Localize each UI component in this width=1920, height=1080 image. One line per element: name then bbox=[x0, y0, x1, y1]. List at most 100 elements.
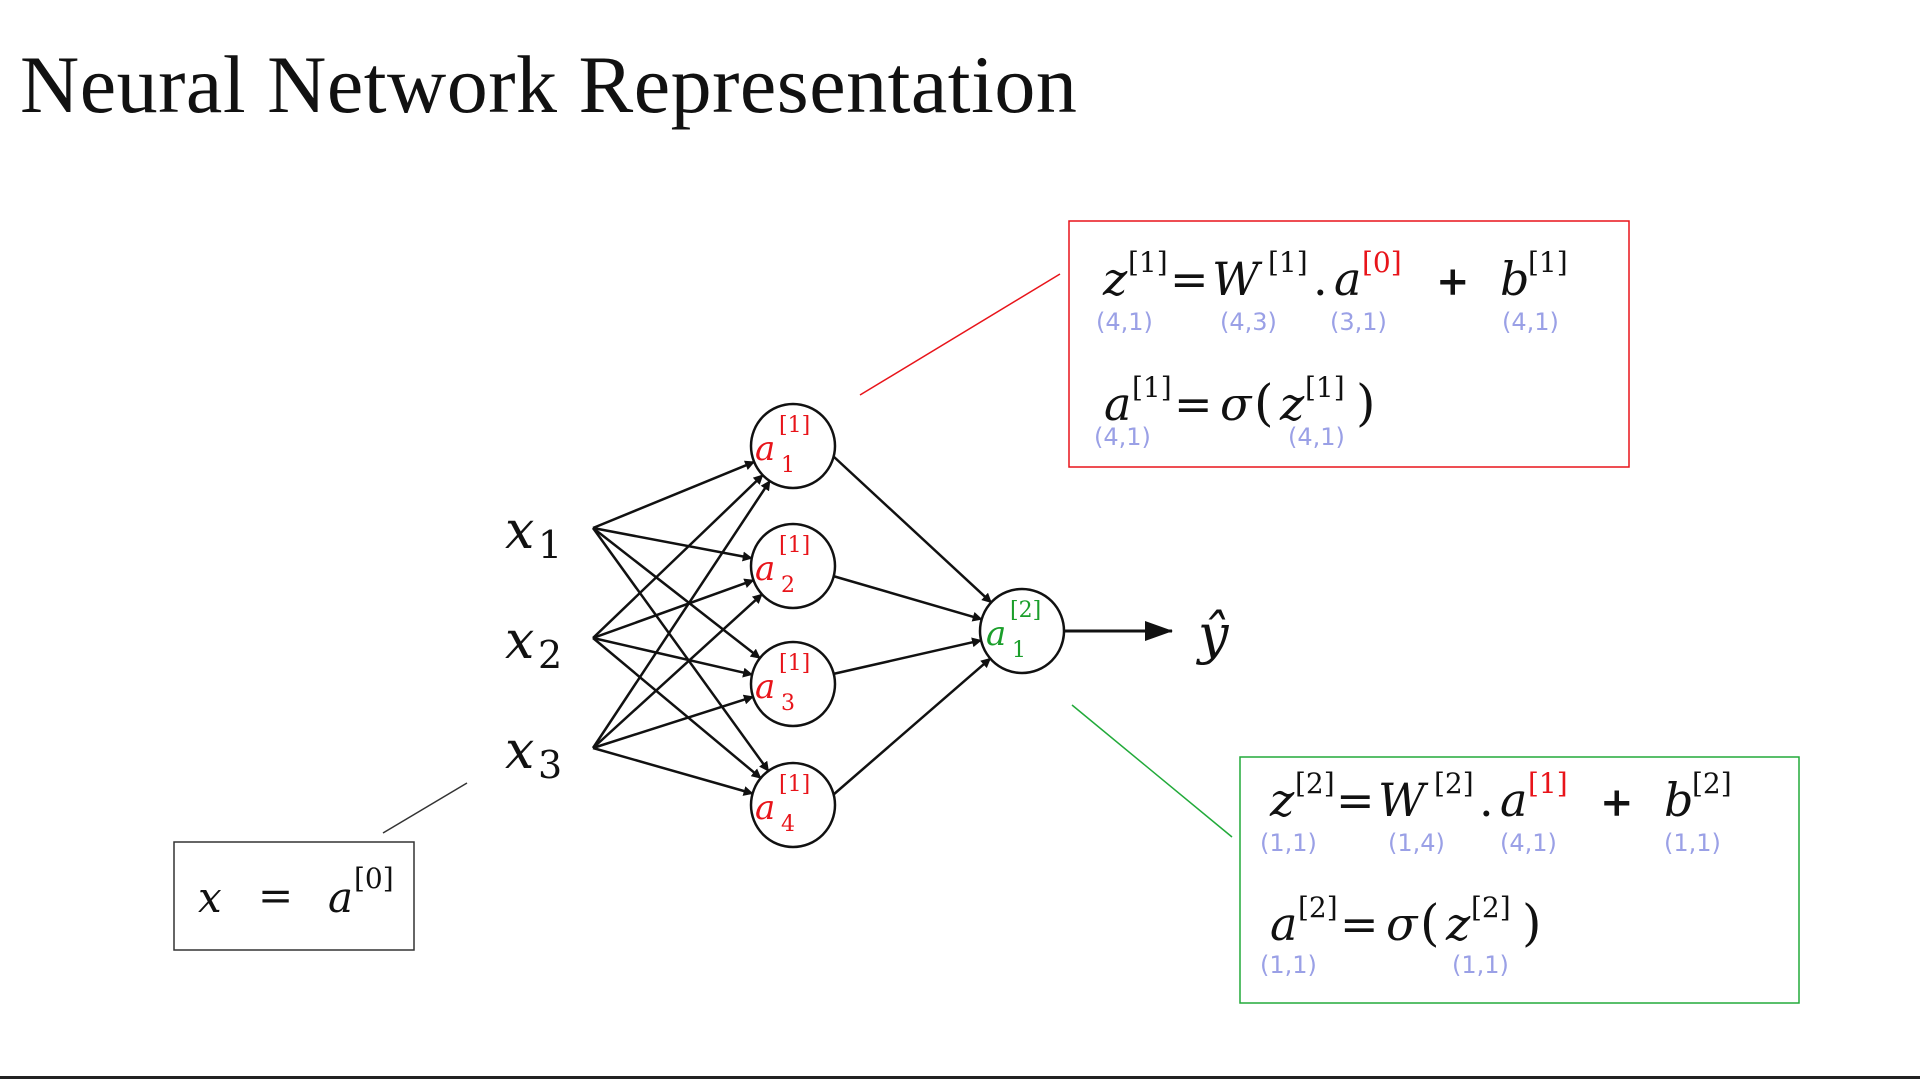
svg-text:x: x bbox=[505, 721, 534, 781]
svg-text:(: ( bbox=[1420, 894, 1440, 952]
edge-x2-to-a4 bbox=[592, 637, 762, 780]
svg-text:[1]: [1] bbox=[1268, 246, 1308, 279]
output-node: a [2] 1 bbox=[978, 587, 1066, 675]
svg-text:[2]: [2] bbox=[1434, 767, 1474, 800]
svg-text:=: = bbox=[1174, 377, 1213, 431]
edge-x3-to-a1 bbox=[591, 480, 771, 749]
svg-text:[2]: [2] bbox=[1298, 891, 1338, 924]
edge-x2-to-a2 bbox=[592, 578, 755, 640]
input-equation-box: x = a [0] bbox=[173, 841, 415, 951]
hidden-node-4: a [1] 4 bbox=[749, 761, 837, 849]
svg-text:(4,1): (4,1) bbox=[1096, 308, 1153, 336]
svg-text:a: a bbox=[1500, 773, 1527, 827]
edge-a3-to-output bbox=[832, 637, 983, 676]
svg-text:a: a bbox=[986, 614, 1006, 654]
layer1-equation-box: z [1] (4,1) = W [1] (4,3) . a [0] (3,1) … bbox=[1068, 220, 1630, 468]
svg-text:(4,1): (4,1) bbox=[1094, 423, 1151, 451]
svg-text:x: x bbox=[505, 611, 534, 671]
edge-x1-to-a1 bbox=[592, 460, 756, 530]
svg-text:[1]: [1] bbox=[1528, 246, 1568, 279]
svg-text:σ: σ bbox=[1386, 897, 1419, 951]
svg-text:[1]: [1] bbox=[779, 413, 810, 438]
layer2-equation-box: z [2] (1,1) = W [2] (1,4) . a [1] (4,1) … bbox=[1239, 756, 1800, 1004]
input-x2: x 2 bbox=[505, 611, 562, 677]
svg-text:(1,1): (1,1) bbox=[1452, 951, 1509, 979]
edge-x2-to-a3 bbox=[592, 636, 754, 678]
svg-text:.: . bbox=[1479, 773, 1494, 827]
svg-text:[1]: [1] bbox=[779, 772, 810, 797]
svg-text:3: 3 bbox=[781, 691, 795, 716]
input-x1: x 1 bbox=[505, 501, 562, 567]
svg-text:=: = bbox=[1340, 897, 1379, 951]
slide-title: Neural Network Representation bbox=[20, 39, 1078, 130]
svg-text:1: 1 bbox=[781, 453, 795, 478]
svg-text:=: = bbox=[1336, 773, 1375, 827]
edge-x1-to-a3 bbox=[592, 527, 761, 660]
edge-x3-to-a2 bbox=[592, 593, 763, 749]
svg-text:σ: σ bbox=[1220, 377, 1253, 431]
svg-text:a: a bbox=[328, 873, 353, 922]
network-edges bbox=[591, 455, 993, 796]
svg-text:a: a bbox=[755, 788, 775, 828]
svg-text:(4,1): (4,1) bbox=[1500, 829, 1557, 857]
svg-text:[0]: [0] bbox=[354, 862, 394, 895]
svg-text:2: 2 bbox=[538, 633, 562, 677]
svg-text:=: = bbox=[258, 871, 293, 920]
svg-text:(: ( bbox=[1254, 374, 1274, 432]
slide-bottom-rule bbox=[0, 1076, 1920, 1079]
svg-text:.: . bbox=[1313, 252, 1328, 306]
edge-x1-to-a4 bbox=[591, 527, 770, 772]
layer1-callout-line bbox=[859, 273, 1061, 396]
svg-text:(1,4): (1,4) bbox=[1388, 829, 1445, 857]
edge-x2-to-a1 bbox=[592, 474, 764, 639]
svg-text:(1,1): (1,1) bbox=[1260, 951, 1317, 979]
svg-text:[1]: [1] bbox=[1128, 246, 1168, 279]
svg-text:[2]: [2] bbox=[1692, 767, 1732, 800]
hidden-node-2: a [1] 2 bbox=[749, 522, 837, 610]
svg-text:a: a bbox=[1334, 252, 1361, 306]
svg-text:a: a bbox=[1104, 377, 1131, 431]
edge-a2-to-output bbox=[832, 574, 983, 622]
svg-text:a: a bbox=[1270, 897, 1297, 951]
svg-text:+: + bbox=[1436, 258, 1470, 305]
svg-text:[1]: [1] bbox=[1305, 371, 1345, 404]
svg-text:(1,1): (1,1) bbox=[1260, 829, 1317, 857]
svg-text:x: x bbox=[505, 501, 534, 561]
svg-text:z: z bbox=[1445, 897, 1471, 951]
svg-text:4: 4 bbox=[781, 812, 795, 837]
svg-text:): ) bbox=[1356, 374, 1376, 432]
svg-text:a: a bbox=[755, 549, 775, 589]
svg-text:[1]: [1] bbox=[1132, 371, 1172, 404]
svg-text:b: b bbox=[1664, 773, 1693, 827]
svg-text:(4,1): (4,1) bbox=[1502, 308, 1559, 336]
svg-text:z: z bbox=[1269, 773, 1295, 827]
svg-text:+: + bbox=[1600, 779, 1634, 826]
svg-text:2: 2 bbox=[781, 573, 795, 598]
svg-text:(1,1): (1,1) bbox=[1664, 829, 1721, 857]
svg-text:a: a bbox=[755, 667, 775, 707]
svg-text:z: z bbox=[1102, 252, 1128, 306]
svg-text:z: z bbox=[1279, 377, 1305, 431]
edge-a1-to-output bbox=[832, 455, 993, 604]
svg-text:[2]: [2] bbox=[1010, 598, 1041, 623]
svg-text:[1]: [1] bbox=[779, 533, 810, 558]
svg-text:[0]: [0] bbox=[1362, 246, 1402, 279]
layer2-callout-line bbox=[1071, 704, 1233, 838]
svg-text:3: 3 bbox=[538, 743, 562, 787]
svg-text:1: 1 bbox=[538, 523, 562, 567]
input-x3: x 3 bbox=[505, 721, 562, 787]
svg-text:[2]: [2] bbox=[1295, 767, 1335, 800]
svg-text:a: a bbox=[755, 429, 775, 469]
hidden-node-1: a [1] 1 bbox=[749, 402, 837, 490]
svg-text:x: x bbox=[198, 873, 222, 922]
edge-x3-to-a4 bbox=[592, 746, 754, 796]
input-callout-line bbox=[382, 782, 468, 834]
svg-text:[1]: [1] bbox=[779, 651, 810, 676]
edge-a4-to-output bbox=[832, 657, 992, 796]
svg-text:[2]: [2] bbox=[1471, 891, 1511, 924]
svg-text:[1]: [1] bbox=[1528, 767, 1568, 800]
svg-text:b: b bbox=[1500, 252, 1529, 306]
svg-text:1: 1 bbox=[1012, 638, 1026, 663]
svg-text:(4,1): (4,1) bbox=[1288, 423, 1345, 451]
